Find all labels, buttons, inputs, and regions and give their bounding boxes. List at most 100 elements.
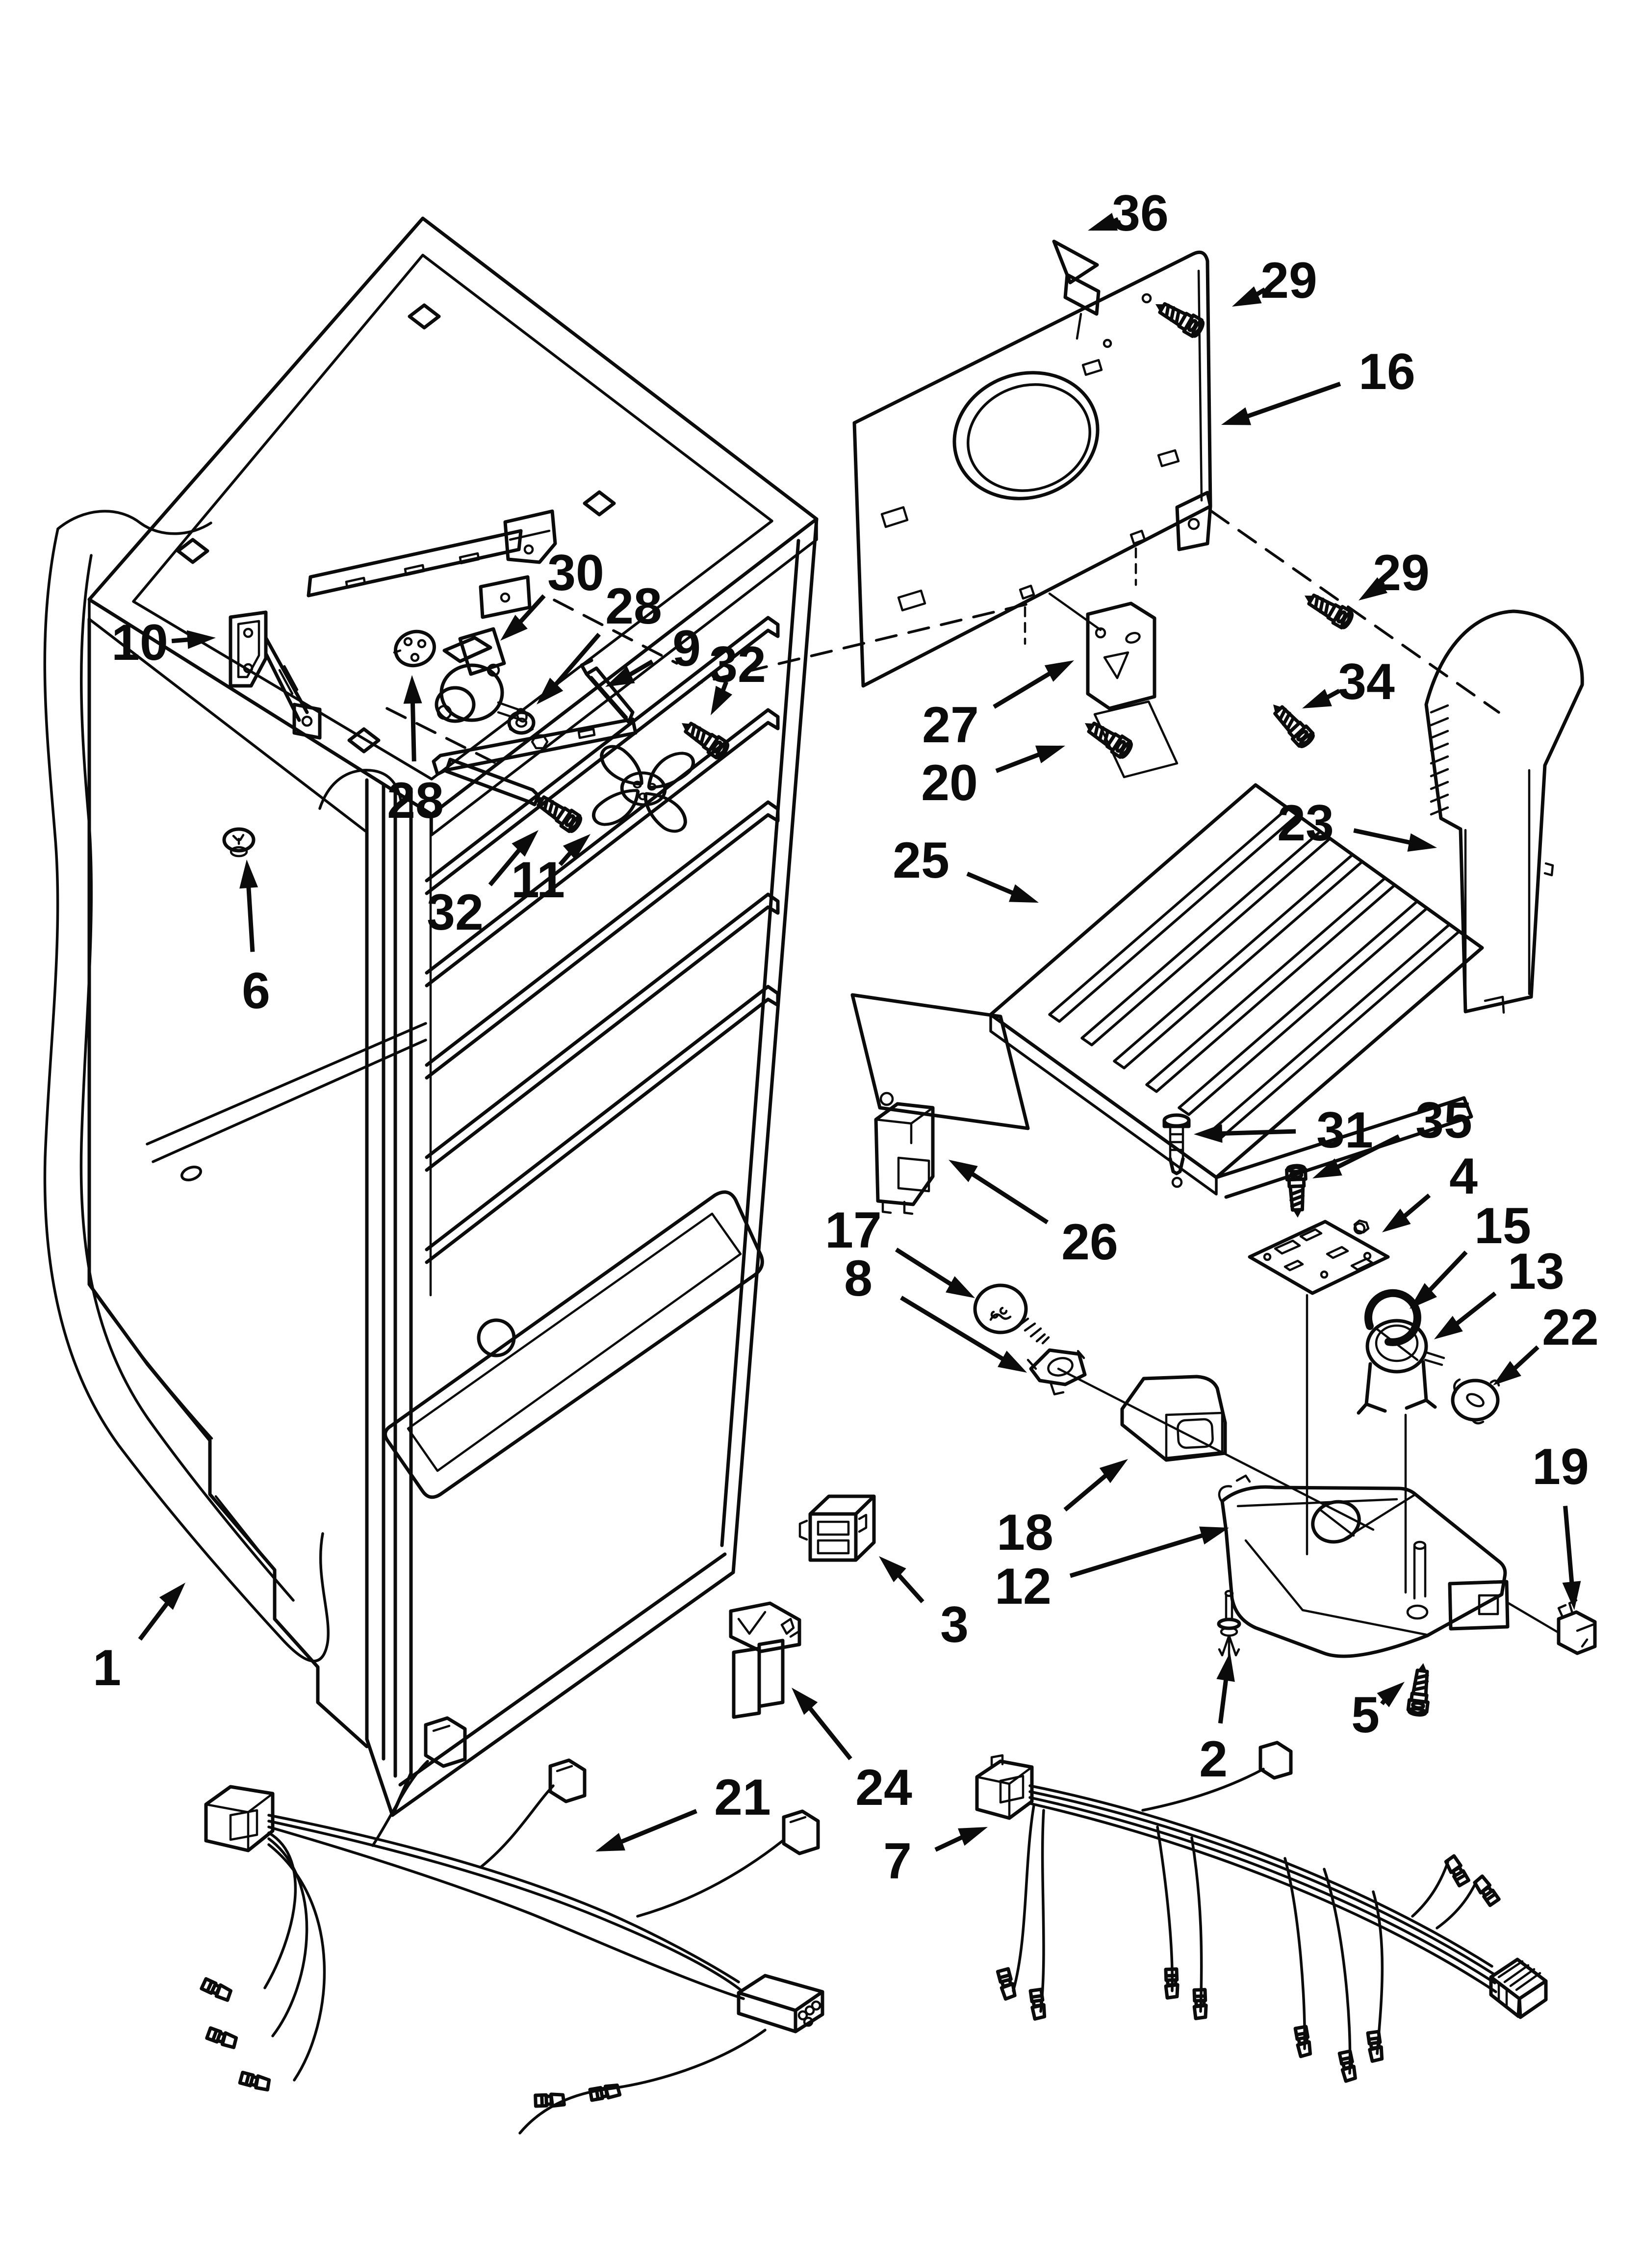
- callout-12: 12: [995, 1526, 1229, 1615]
- wire-harness-7: [975, 1741, 1548, 2081]
- part-number-label: 32: [709, 636, 766, 693]
- callout-35: 35: [1312, 1092, 1472, 1178]
- push-pin-31: [1162, 1113, 1191, 1188]
- callout-arrowhead: [500, 615, 528, 641]
- callout-leader: [895, 1248, 957, 1290]
- callout-arrowhead: [563, 834, 590, 860]
- callout-leader: [1218, 1673, 1229, 1724]
- callout-29: 29: [1232, 252, 1317, 309]
- part-number-label: 31: [1316, 1102, 1373, 1159]
- callout-arrowhead: [1199, 1526, 1229, 1545]
- wire-harness-21: [201, 1716, 824, 2135]
- callout-leader: [550, 632, 601, 691]
- callout-leader: [995, 750, 1046, 773]
- callout-arrowhead: [1008, 884, 1039, 903]
- screw-29b: [1300, 588, 1355, 630]
- part-number-label: 3: [940, 1596, 969, 1653]
- callout-leader: [410, 696, 416, 762]
- callout-arrowhead: [159, 1583, 185, 1610]
- callout-arrowhead: [1359, 577, 1388, 600]
- callout-leader: [899, 1296, 1009, 1364]
- callout-arrowhead: [711, 685, 733, 715]
- defrost-parts: [874, 1102, 1560, 1634]
- part-number-label: 27: [922, 697, 979, 754]
- part-number-label: 23: [1277, 795, 1334, 852]
- callout-18: 18: [997, 1459, 1128, 1561]
- callout-arrowhead: [1493, 1361, 1521, 1385]
- callout-2: 2: [1199, 1652, 1235, 1788]
- screw-29a: [1151, 296, 1206, 339]
- callout-arrowhead: [1221, 407, 1252, 425]
- callout-leader: [1069, 1531, 1209, 1578]
- callout-3: 3: [879, 1556, 969, 1653]
- part-number-label: 15: [1474, 1198, 1531, 1254]
- part-number-label: 18: [997, 1504, 1053, 1561]
- callout-leader: [488, 844, 525, 886]
- side-cover-23: [1424, 609, 1584, 1014]
- callout-arrowhead: [1410, 1283, 1437, 1309]
- drain-pan-12: [1217, 1474, 1597, 1716]
- part-number-label: 1: [93, 1640, 121, 1696]
- part-number-label: 5: [1351, 1687, 1380, 1744]
- callout-7: 7: [883, 1827, 988, 1890]
- callout-8: 8: [844, 1250, 1027, 1373]
- callout-arrowhead: [1312, 1158, 1342, 1178]
- callout-leader: [804, 1702, 852, 1760]
- callout-arrowhead: [537, 678, 564, 704]
- part-number-label: 6: [242, 963, 270, 1019]
- callout-arrowhead: [1377, 1682, 1405, 1708]
- callout-36: 36: [1088, 185, 1169, 242]
- callout-17: 17: [825, 1202, 975, 1298]
- callout-leader: [1241, 382, 1341, 420]
- callout-11: 11: [511, 834, 590, 909]
- callout-arrowhead: [998, 1351, 1027, 1373]
- part-number-label: 20: [921, 755, 978, 811]
- callout-arrowhead: [1099, 1459, 1128, 1484]
- callout-22: 22: [1493, 1299, 1599, 1385]
- part-number-label: 36: [1112, 185, 1169, 242]
- callout-arrowhead: [1216, 1652, 1235, 1682]
- callout-arrowhead: [949, 1160, 978, 1182]
- callout-9: 9: [605, 620, 701, 687]
- callout-leader: [966, 1169, 1049, 1225]
- callout-23: 23: [1277, 795, 1437, 852]
- callout-leader: [138, 1597, 173, 1641]
- part-number-label: 17: [825, 1202, 882, 1259]
- callout-arrowhead: [1382, 1208, 1411, 1232]
- callout-27: 27: [922, 660, 1074, 754]
- callout-32: 32: [709, 636, 766, 715]
- callout-arrowhead: [1232, 286, 1262, 307]
- part-number-label: 21: [714, 1769, 771, 1826]
- callout-leader: [615, 1809, 697, 1847]
- callout-34: 34: [1302, 653, 1395, 710]
- callout-arrowhead: [1302, 689, 1332, 708]
- callout-arrowhead: [595, 1833, 625, 1851]
- callout-arrowhead: [1035, 745, 1065, 763]
- part-number-label: 32: [427, 884, 484, 941]
- part-number-label: 30: [547, 545, 604, 601]
- part-number-label: 22: [1542, 1299, 1599, 1356]
- callout-16: 16: [1221, 343, 1415, 425]
- part-number-label: 9: [672, 620, 701, 677]
- part-number-label: 8: [844, 1250, 872, 1307]
- fan-blade: [588, 741, 699, 836]
- callout-25: 25: [893, 832, 1039, 903]
- rivet-2: [1217, 1590, 1241, 1659]
- fan-motor-assembly: [385, 599, 730, 836]
- part-number-label: 24: [855, 1759, 912, 1816]
- callout-arrowhead: [1562, 1581, 1581, 1610]
- callout-leader: [1353, 828, 1416, 846]
- screw-5: [1408, 1662, 1433, 1716]
- callout-leader: [246, 881, 255, 952]
- callout-32: 32: [427, 830, 539, 941]
- callout-arrowhead: [1434, 1316, 1463, 1339]
- callout-4: 4: [1382, 1148, 1478, 1232]
- callout-leader: [1450, 1291, 1497, 1330]
- callout-arrowhead: [946, 1276, 975, 1298]
- part-number-label: 7: [883, 1833, 912, 1890]
- callout-30: 30: [500, 545, 604, 641]
- part-number-label: 13: [1508, 1243, 1565, 1300]
- callout-arrowhead: [792, 1688, 818, 1715]
- part-number-label: 4: [1449, 1148, 1478, 1205]
